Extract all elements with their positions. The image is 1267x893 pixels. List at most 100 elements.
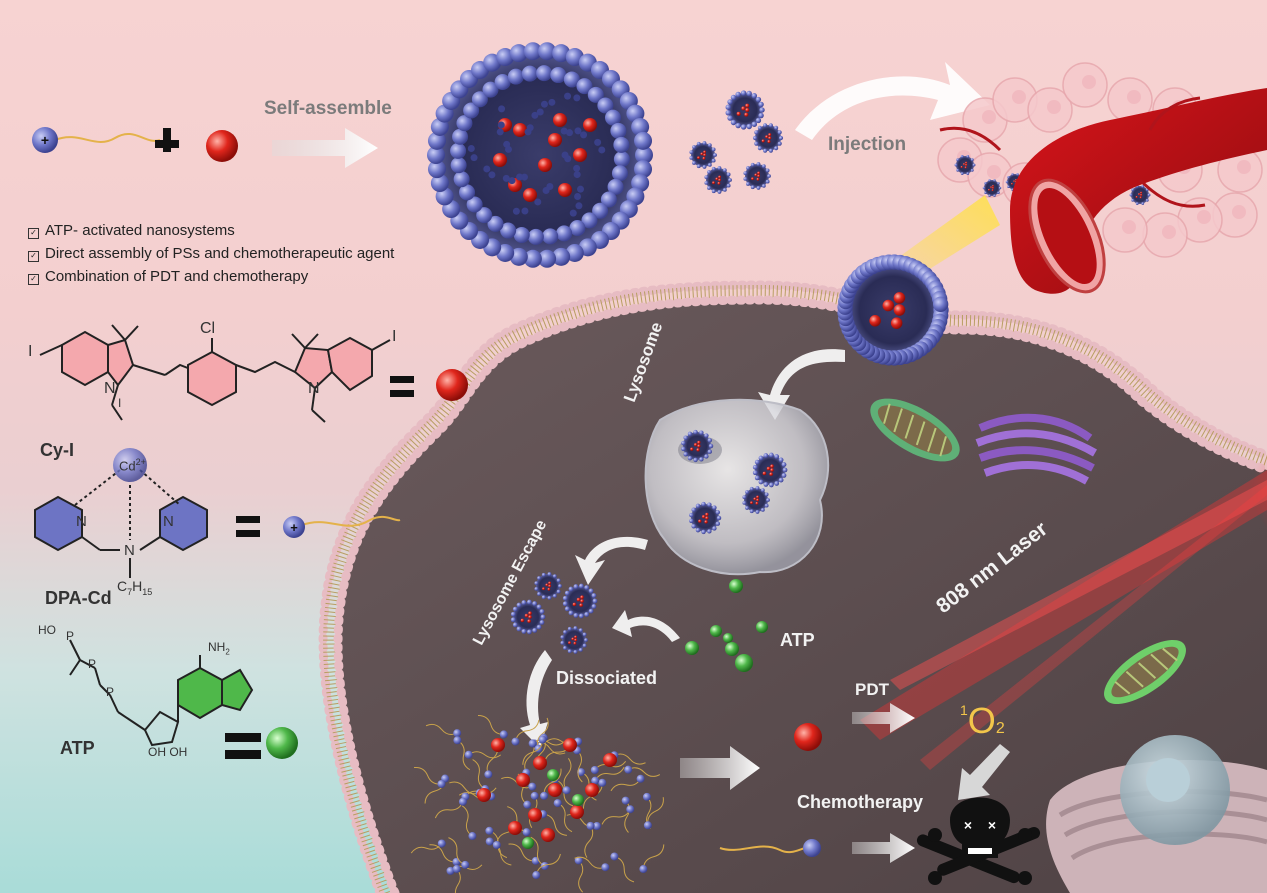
atp-p3: P: [106, 685, 115, 699]
ligand-tail: [477, 715, 504, 735]
free-dpa-cd: [577, 768, 586, 777]
free-dpa-cd: [639, 865, 648, 874]
dpa-cd-structure: [34, 469, 208, 578]
micelle-cargo: [1139, 196, 1142, 199]
micelle-cargo: [697, 156, 700, 160]
micelle-cargo: [513, 123, 527, 137]
cell-membrane-tails: [323, 284, 1267, 893]
micelle-head: [758, 101, 764, 108]
micelle-head: [711, 166, 716, 171]
micelle-head: [993, 194, 996, 197]
micelle-cargo: [1138, 193, 1141, 196]
skull-icon: × ×: [916, 797, 1041, 885]
atp-p1: P: [66, 629, 75, 643]
micelle-head: [552, 574, 557, 579]
micelle-head: [764, 503, 769, 508]
free-dpa-cd: [437, 839, 446, 848]
micelle-head: [573, 649, 578, 654]
free-cy-i: [541, 828, 555, 842]
plus-sign: +: [41, 132, 49, 148]
micelle-head: [526, 599, 532, 605]
free-dpa-cd: [528, 739, 537, 748]
micelle-head: [576, 78, 593, 95]
micelle-head: [536, 108, 544, 116]
micelle-head: [691, 507, 696, 513]
micelle-head: [707, 529, 712, 534]
micelle-head: [727, 99, 733, 105]
micelle-head: [972, 163, 976, 167]
micelle-head: [547, 595, 552, 600]
free-dpa-cd: [468, 832, 477, 841]
micelle-head: [635, 146, 653, 164]
micelle-head: [471, 91, 488, 108]
micelle-head: [542, 228, 559, 245]
equals-bar: [390, 390, 414, 397]
micelle-head: [584, 638, 588, 642]
micelle-head: [966, 155, 970, 158]
free-dpa-cd: [538, 735, 547, 744]
micelle-head: [427, 131, 446, 150]
micelle-head: [503, 140, 511, 148]
micelle-head: [516, 173, 524, 181]
ligand-tail: [542, 813, 567, 836]
micelle-core: [745, 164, 769, 188]
micelle-head: [558, 584, 562, 588]
micelle-head: [582, 643, 587, 648]
tumor-nucleus: [982, 110, 996, 124]
released-dpa-tail: [719, 845, 806, 854]
micelle-head: [701, 501, 706, 507]
micelle-cargo: [766, 466, 771, 471]
micelle-head: [707, 162, 712, 167]
micelle-cargo: [548, 133, 562, 147]
micelle-head: [766, 498, 770, 502]
micelle-cargo: [753, 497, 757, 501]
micelle-cargo: [744, 112, 749, 117]
micelle-head: [496, 128, 504, 136]
micelle-head: [1145, 198, 1149, 202]
micelle-head: [735, 91, 741, 98]
ligand-tail: [578, 860, 584, 893]
micelle-head: [540, 614, 546, 620]
ligand-tail: [472, 759, 486, 790]
micelle-head: [754, 475, 760, 481]
micelle-head: [510, 611, 516, 617]
ligand-tail: [563, 758, 572, 791]
micelle-cargo: [573, 641, 577, 645]
free-dpa-cd: [485, 837, 494, 846]
micelle-head: [1007, 185, 1010, 188]
chemotherapy-label: Chemotherapy: [797, 792, 924, 812]
micelle-cargo: [528, 615, 532, 619]
micelle-cargo: [583, 118, 597, 132]
micelle-cargo: [869, 315, 881, 327]
micelle-head: [631, 117, 650, 136]
micelle-head: [526, 124, 534, 132]
ligand-tail: [461, 805, 473, 837]
free-dpa-cd: [553, 799, 562, 808]
atp-ball: [723, 633, 733, 643]
legend-dpa-tail: [301, 515, 401, 527]
pyridine-n-left: N: [76, 513, 87, 530]
dissociation-arrow: [520, 650, 552, 748]
micelle-cargo: [493, 153, 507, 167]
atp-ball: [685, 641, 699, 655]
micelle-cargo: [524, 613, 529, 618]
golgi-apparatus: [975, 413, 1097, 485]
micelle-head: [536, 65, 553, 82]
micelle-head: [498, 105, 506, 113]
free-dpa-cd: [522, 828, 531, 837]
free-cy-i: [528, 808, 542, 822]
micelle-cargo: [965, 163, 968, 167]
micelle-head: [715, 510, 721, 515]
iodine-right: I: [392, 328, 397, 345]
micelle-head: [956, 168, 960, 172]
micelle-cargo: [690, 447, 694, 451]
micelle-head: [487, 215, 504, 232]
micelle-lysosome: [742, 486, 770, 514]
micelle-head: [613, 136, 630, 153]
micelle-head: [556, 589, 561, 594]
micelle-escaped: [510, 599, 546, 635]
micelle-head: [573, 584, 579, 589]
micelle-head: [568, 610, 574, 616]
micelle-head: [704, 180, 709, 185]
micelle-head: [774, 125, 779, 130]
